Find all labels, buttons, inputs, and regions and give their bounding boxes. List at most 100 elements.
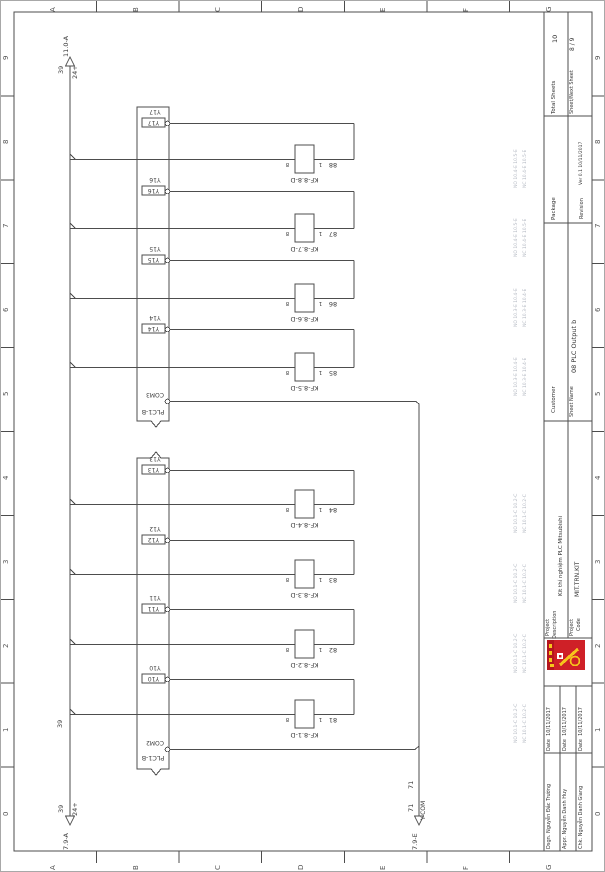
- plc-channel-label-Y10: Y10: [149, 664, 161, 671]
- terminal-box-label-Y11: Y11: [147, 605, 160, 612]
- xref-nc-KF-8.1-D: NC 10.1-C 10.2-C: [523, 704, 528, 743]
- margin-column-top-F: F: [462, 7, 470, 12]
- margin-column-bottom-C: C: [214, 865, 222, 870]
- relay-coil-KF-8.3-D: [294, 559, 315, 589]
- margin-column-top-D: D: [297, 6, 305, 12]
- coil-pin-left-KF-8.5-D: 8: [285, 369, 290, 375]
- coil-pin-left-KF-8.1-D: 8: [285, 716, 290, 722]
- coil-tag-KF-8.1-D: KF-8.1-D: [290, 731, 319, 739]
- relay-coil-KF-8.4-D: [294, 489, 315, 519]
- relay-coil-KF-8.2-D: [294, 629, 315, 659]
- margin-column-bottom-A: A: [49, 865, 57, 870]
- coil-pin-left-KF-8.4-D: 8: [285, 506, 290, 512]
- coil-pin-right-KF-8.4-D: 1: [318, 506, 323, 512]
- ref-bottom-label: 7.9-A: [62, 833, 70, 850]
- terminal-box-label-Y14: Y14: [147, 325, 160, 332]
- coil-pin-left-KF-8.3-D: 8: [285, 576, 290, 582]
- signer-2: Chk. Nguyễn Danh Giang: [578, 785, 584, 849]
- margin-column-top-B: B: [132, 7, 140, 12]
- xref-no-KF-8.7-D: NO 10.4-E 10.5-E: [514, 218, 519, 257]
- arrow-down-right-icon: [413, 815, 425, 827]
- margin-row-right-7: 7: [594, 223, 602, 228]
- com-wire-no-upper-label: 71: [407, 780, 415, 789]
- margin-column-bottom-F: F: [462, 865, 470, 870]
- coil-tag-KF-8.8-D: KF-8.8-D: [290, 176, 319, 184]
- wire-number-82: 82: [328, 646, 338, 654]
- com-ref-bottom-label: 7.9-E: [411, 833, 419, 850]
- xref-nc-KF-8.3-D: NC 10.1-C 10.2-C: [523, 564, 528, 603]
- plc-block-upper: [136, 106, 170, 428]
- customer-label: Customer: [551, 386, 557, 413]
- margin-column-top-G: G: [545, 6, 553, 12]
- margin-row-right-4: 4: [594, 475, 602, 480]
- wire-number-87: 87: [328, 230, 338, 238]
- com2-terminal: [164, 746, 171, 753]
- project-code-label-2: Code: [576, 618, 582, 631]
- xref-no-KF-8.5-D: NO 10.3-E 10.4-E: [514, 357, 519, 396]
- terminal-box-label-Y10: Y10: [147, 675, 160, 682]
- signer-date-2: Date 10/11/2017: [578, 707, 584, 751]
- relay-coil-KF-8.5-D: [294, 352, 315, 382]
- xref-no-KF-8.8-D: NO 10.4-E 10.5-E: [514, 149, 519, 188]
- margin-column-top-E: E: [379, 7, 387, 12]
- coil-pin-left-KF-8.7-D: 8: [285, 230, 290, 236]
- coil-tag-KF-8.6-D: KF-8.6-D: [290, 315, 319, 323]
- margin-row-left-9: 9: [2, 55, 10, 60]
- xref-no-KF-8.3-D: NO 10.1-C 10.2-C: [514, 563, 519, 603]
- coil-tag-KF-8.3-D: KF-8.3-D: [290, 591, 319, 599]
- xref-no-KF-8.2-D: NO 10.1-C 10.2-C: [514, 633, 519, 673]
- com3-terminal: [164, 398, 171, 405]
- margin-column-bottom-D: D: [297, 864, 305, 870]
- xref-nc-KF-8.2-D: NC 10.1-C 10.2-C: [523, 634, 528, 673]
- margin-row-left-1: 1: [2, 727, 10, 732]
- margin-row-left-6: 6: [2, 307, 10, 312]
- coil-pin-right-KF-8.5-D: 1: [318, 369, 323, 375]
- company-logo: [547, 640, 585, 670]
- margin-row-right-6: 6: [594, 307, 602, 312]
- coil-pin-right-KF-8.6-D: 1: [318, 300, 323, 306]
- margin-column-top-C: C: [214, 7, 222, 12]
- xref-nc-KF-8.8-D: NC 10.4-E 10.5-E: [523, 149, 528, 188]
- wire-number-86: 86: [328, 300, 338, 308]
- xref-nc-KF-8.7-D: NC 10.4-E 10.5-E: [523, 218, 528, 257]
- plc-block-upper-name: PLC1-B: [141, 408, 165, 416]
- project-code-value: MIT.TRN.KIT: [574, 561, 581, 597]
- arrow-up-icon: [64, 55, 76, 67]
- wire-no-bottom-label: 39: [57, 804, 65, 813]
- signer-date-0: Date 10/11/2017: [546, 707, 552, 751]
- wire-number-84: 84: [328, 506, 338, 514]
- margin-column-top-A: A: [49, 7, 57, 12]
- wire-no-mid-label: 39: [56, 719, 64, 728]
- relay-coil-KF-8.7-D: [294, 213, 315, 243]
- margin-row-left-2: 2: [2, 643, 10, 648]
- coil-tag-KF-8.7-D: KF-8.7-D: [290, 245, 319, 253]
- signer-0: Dsgn. Nguyễn Đắc Trường: [546, 783, 552, 849]
- margin-column-bottom-E: E: [379, 865, 387, 870]
- margin-row-left-5: 5: [2, 391, 10, 396]
- arrow-down-left-icon: [64, 815, 76, 827]
- margin-row-right-2: 2: [594, 643, 602, 648]
- margin-row-right-0: 0: [594, 811, 602, 816]
- plc-channel-label-Y11: Y11: [149, 594, 161, 601]
- wire-number-81: 81: [328, 716, 338, 724]
- coil-tag-KF-8.5-D: KF-8.5-D: [290, 384, 319, 392]
- project-desc-label-2: Description: [552, 610, 558, 639]
- revision-label: Revision: [579, 198, 585, 219]
- xref-nc-KF-8.6-D: NC 10.3-E 10.4-E: [523, 288, 528, 327]
- coil-pin-right-KF-8.1-D: 1: [318, 716, 323, 722]
- coil-pin-right-KF-8.7-D: 1: [318, 230, 323, 236]
- margin-row-left-8: 8: [2, 139, 10, 144]
- coil-pin-right-KF-8.3-D: 1: [318, 576, 323, 582]
- sheet-name-value: 08 PLC Output b: [570, 319, 578, 373]
- plc-block-lower-name: PLC1-B: [141, 754, 165, 762]
- title-block-grid: [543, 12, 592, 851]
- terminal-box-label-Y17: Y17: [147, 119, 160, 126]
- terminal-box-label-Y15: Y15: [147, 256, 160, 263]
- xref-no-KF-8.1-D: NO 10.1-C 10.2-C: [514, 703, 519, 743]
- margin-row-left-7: 7: [2, 223, 10, 228]
- total-sheets-label: Total Sheets: [551, 80, 557, 114]
- coil-tag-KF-8.2-D: KF-8.2-D: [290, 661, 319, 669]
- coil-pin-left-KF-8.2-D: 8: [285, 646, 290, 652]
